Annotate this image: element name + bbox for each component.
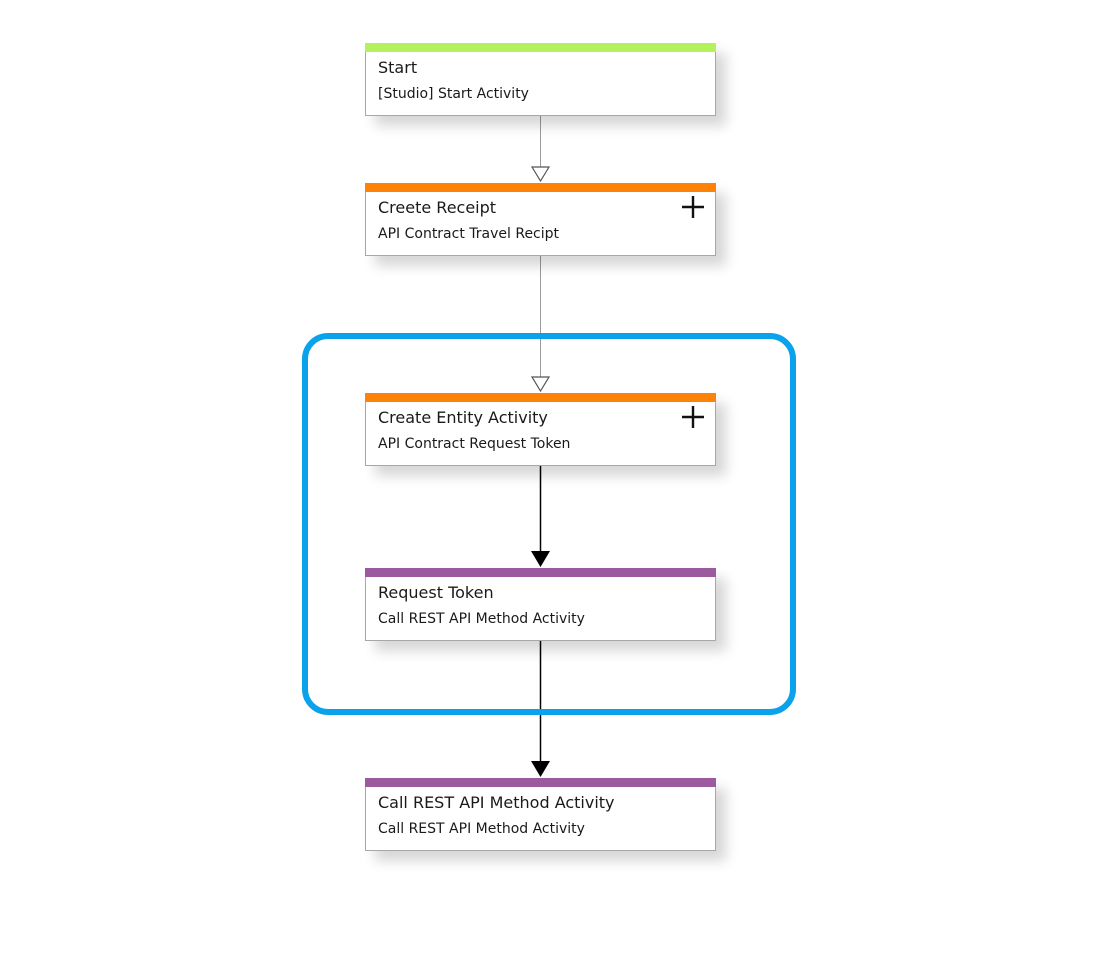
node-subtitle: Call REST API Method Activity bbox=[378, 611, 585, 627]
node-title: Request Token bbox=[378, 583, 494, 602]
node-color-bar bbox=[365, 183, 716, 192]
node-color-bar bbox=[365, 43, 716, 52]
hollow-arrowhead-icon bbox=[530, 166, 551, 183]
node-color-bar bbox=[365, 393, 716, 402]
node-subtitle: API Contract Travel Recipt bbox=[378, 226, 560, 242]
solid-arrowhead-icon bbox=[531, 761, 550, 777]
highlight-frame bbox=[302, 333, 796, 715]
node-title: Start bbox=[378, 58, 418, 77]
node-title: Creete Receipt bbox=[378, 198, 497, 217]
plus-icon[interactable] bbox=[680, 404, 706, 430]
node-subtitle: Call REST API Method Activity bbox=[378, 821, 585, 837]
solid-arrowhead-icon bbox=[531, 551, 550, 567]
node-title: Create Entity Activity bbox=[378, 408, 548, 427]
node-subtitle: [Studio] Start Activity bbox=[378, 86, 529, 102]
node-subtitle: API Contract Request Token bbox=[378, 436, 571, 452]
node-create-entity-activity[interactable]: Create Entity Activity API Contract Requ… bbox=[365, 393, 716, 466]
node-color-bar bbox=[365, 778, 716, 787]
plus-icon[interactable] bbox=[680, 194, 706, 220]
node-color-bar bbox=[365, 568, 716, 577]
node-request-token[interactable]: Request Token Call REST API Method Activ… bbox=[365, 568, 716, 641]
node-creete-receipt[interactable]: Creete Receipt API Contract Travel Recip… bbox=[365, 183, 716, 256]
node-title: Call REST API Method Activity bbox=[378, 793, 615, 812]
node-start[interactable]: Start [Studio] Start Activity bbox=[365, 43, 716, 116]
hollow-arrowhead-icon bbox=[530, 376, 551, 393]
node-call-rest-api[interactable]: Call REST API Method Activity Call REST … bbox=[365, 778, 716, 851]
